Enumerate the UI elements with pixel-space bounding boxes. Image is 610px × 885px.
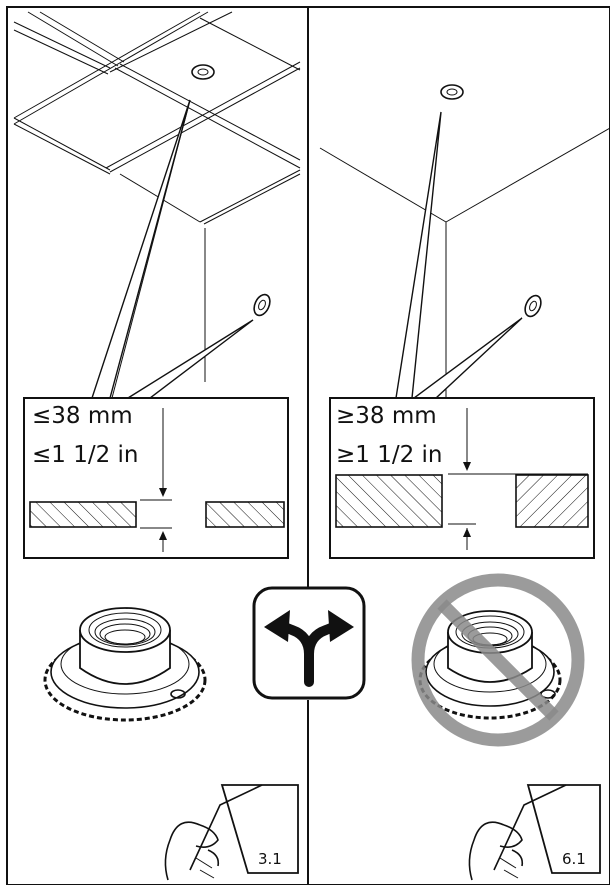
right-page-ref: 6.1 [562, 850, 586, 868]
left-callout-leaders [91, 99, 254, 399]
frame [6, 6, 610, 885]
left-thickness-in: ≤1 1/2 in [32, 442, 139, 468]
right-callout-box: ≥38 mm ≥1 1/2 in [329, 397, 595, 559]
left-thickness-mm: ≤38 mm [32, 403, 133, 429]
left-manual-reference: 3.1 [164, 784, 299, 881]
right-callout-leaders [395, 111, 523, 399]
left-callout-box: ≤38 mm ≤1 1/2 in [23, 397, 289, 559]
right-thickness-mm: ≥38 mm [336, 403, 437, 429]
left-ceiling-grid [13, 11, 301, 382]
right-thickness-in: ≥1 1/2 in [336, 442, 443, 468]
left-mounting-ring [43, 607, 207, 722]
prohibited-icon [411, 573, 585, 747]
split-arrows-icon [252, 586, 366, 700]
right-ceiling [319, 84, 610, 398]
left-page-ref: 3.1 [258, 850, 282, 868]
right-manual-reference: 6.1 [468, 784, 601, 881]
